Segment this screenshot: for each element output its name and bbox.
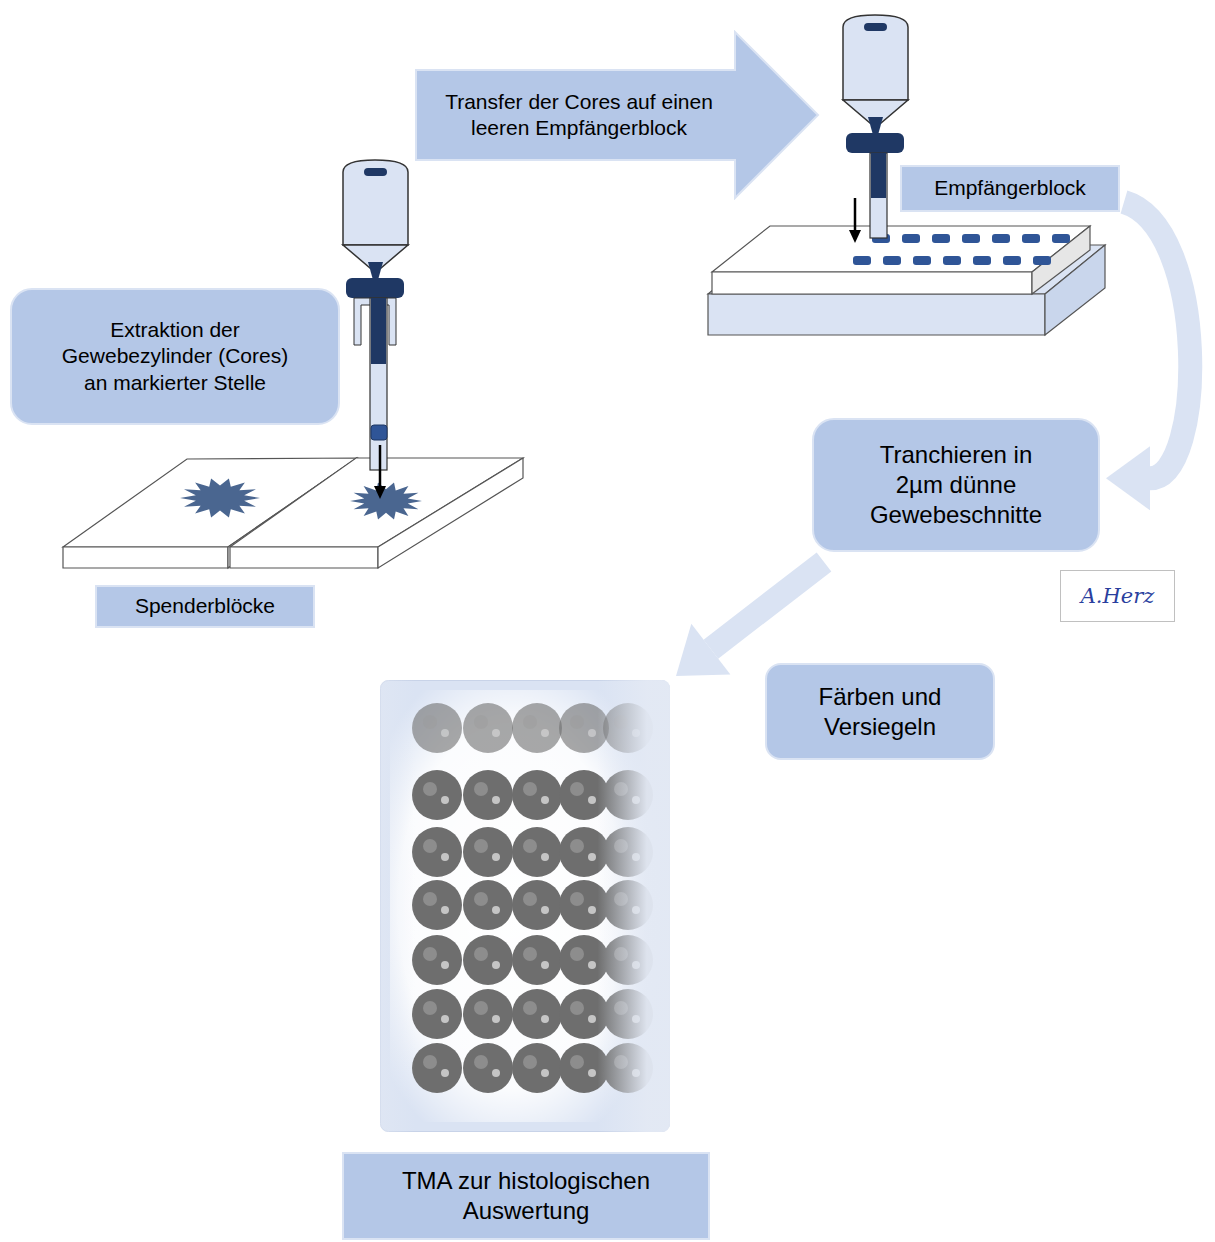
tumor-area	[180, 479, 422, 520]
tma-slide: TMA zur histologischen Auswertung	[380, 680, 670, 1132]
arrow-head	[1106, 446, 1150, 510]
donor-blocks	[63, 458, 523, 568]
process-box: Tranchieren in 2µm dünne Gewebeschnitte	[812, 418, 1100, 552]
punch-instrument	[843, 15, 908, 153]
label-box: Empfängerblock	[900, 165, 1120, 212]
receiver-core	[902, 234, 920, 243]
node-text: Extraktion der Gewebezylinder (Cores) an…	[52, 317, 298, 396]
arrow-shape	[415, 30, 820, 200]
tissue-core	[371, 425, 387, 440]
receiver-core	[992, 234, 1010, 243]
tumor-area	[350, 483, 422, 520]
label-box: Spenderblöcke	[95, 585, 315, 628]
node-text: Tranchieren in 2µm dünne Gewebeschnitte	[864, 440, 1048, 530]
receiver-block	[708, 226, 1105, 335]
receiver-core	[962, 234, 980, 243]
receiver-core	[973, 256, 991, 265]
receiver-core	[883, 256, 901, 265]
receiver-core	[1052, 234, 1070, 243]
tma-slide-image	[380, 680, 670, 1132]
receiver-core	[1022, 234, 1040, 243]
arrow-head	[676, 624, 730, 676]
arrow-shaft	[1124, 202, 1190, 478]
receiver-cores	[853, 234, 1070, 265]
flow-arrow	[1106, 202, 1190, 510]
process-box: Färben und Versiegeln	[765, 663, 995, 760]
punch-needle	[371, 298, 386, 364]
node-text: Spenderblöcke	[135, 593, 275, 619]
punch-needle	[370, 298, 387, 470]
transfer-arrow: Transfer der Cores auf einen leeren Empf…	[415, 30, 820, 200]
receiver-core	[853, 256, 871, 265]
node-text: Empfängerblock	[934, 175, 1086, 201]
direction-arrow	[849, 198, 861, 243]
arrow-text-area: Transfer der Cores auf einen leeren Empf…	[423, 70, 735, 160]
arrow-shaft	[711, 562, 824, 649]
tumor-area	[180, 479, 260, 518]
flow-arrow	[676, 562, 824, 676]
node-text: Transfer der Cores auf einen leeren Empf…	[423, 89, 735, 142]
receiver-core	[932, 234, 950, 243]
receiver-core	[913, 256, 931, 265]
signature: A.Herz	[1060, 570, 1175, 622]
process-box: Extraktion der Gewebezylinder (Cores) an…	[10, 288, 340, 425]
receiver-core	[1003, 256, 1021, 265]
node-text: TMA zur histologischen Auswertung	[374, 1166, 678, 1226]
receiver-core	[1033, 256, 1051, 265]
punch-needle	[870, 153, 887, 238]
node-text: Färben und Versiegeln	[797, 682, 963, 742]
punch-needle	[871, 153, 886, 198]
caption-box: TMA zur histologischen Auswertung	[342, 1152, 710, 1240]
direction-arrow	[374, 445, 386, 499]
receiver-core	[943, 256, 961, 265]
